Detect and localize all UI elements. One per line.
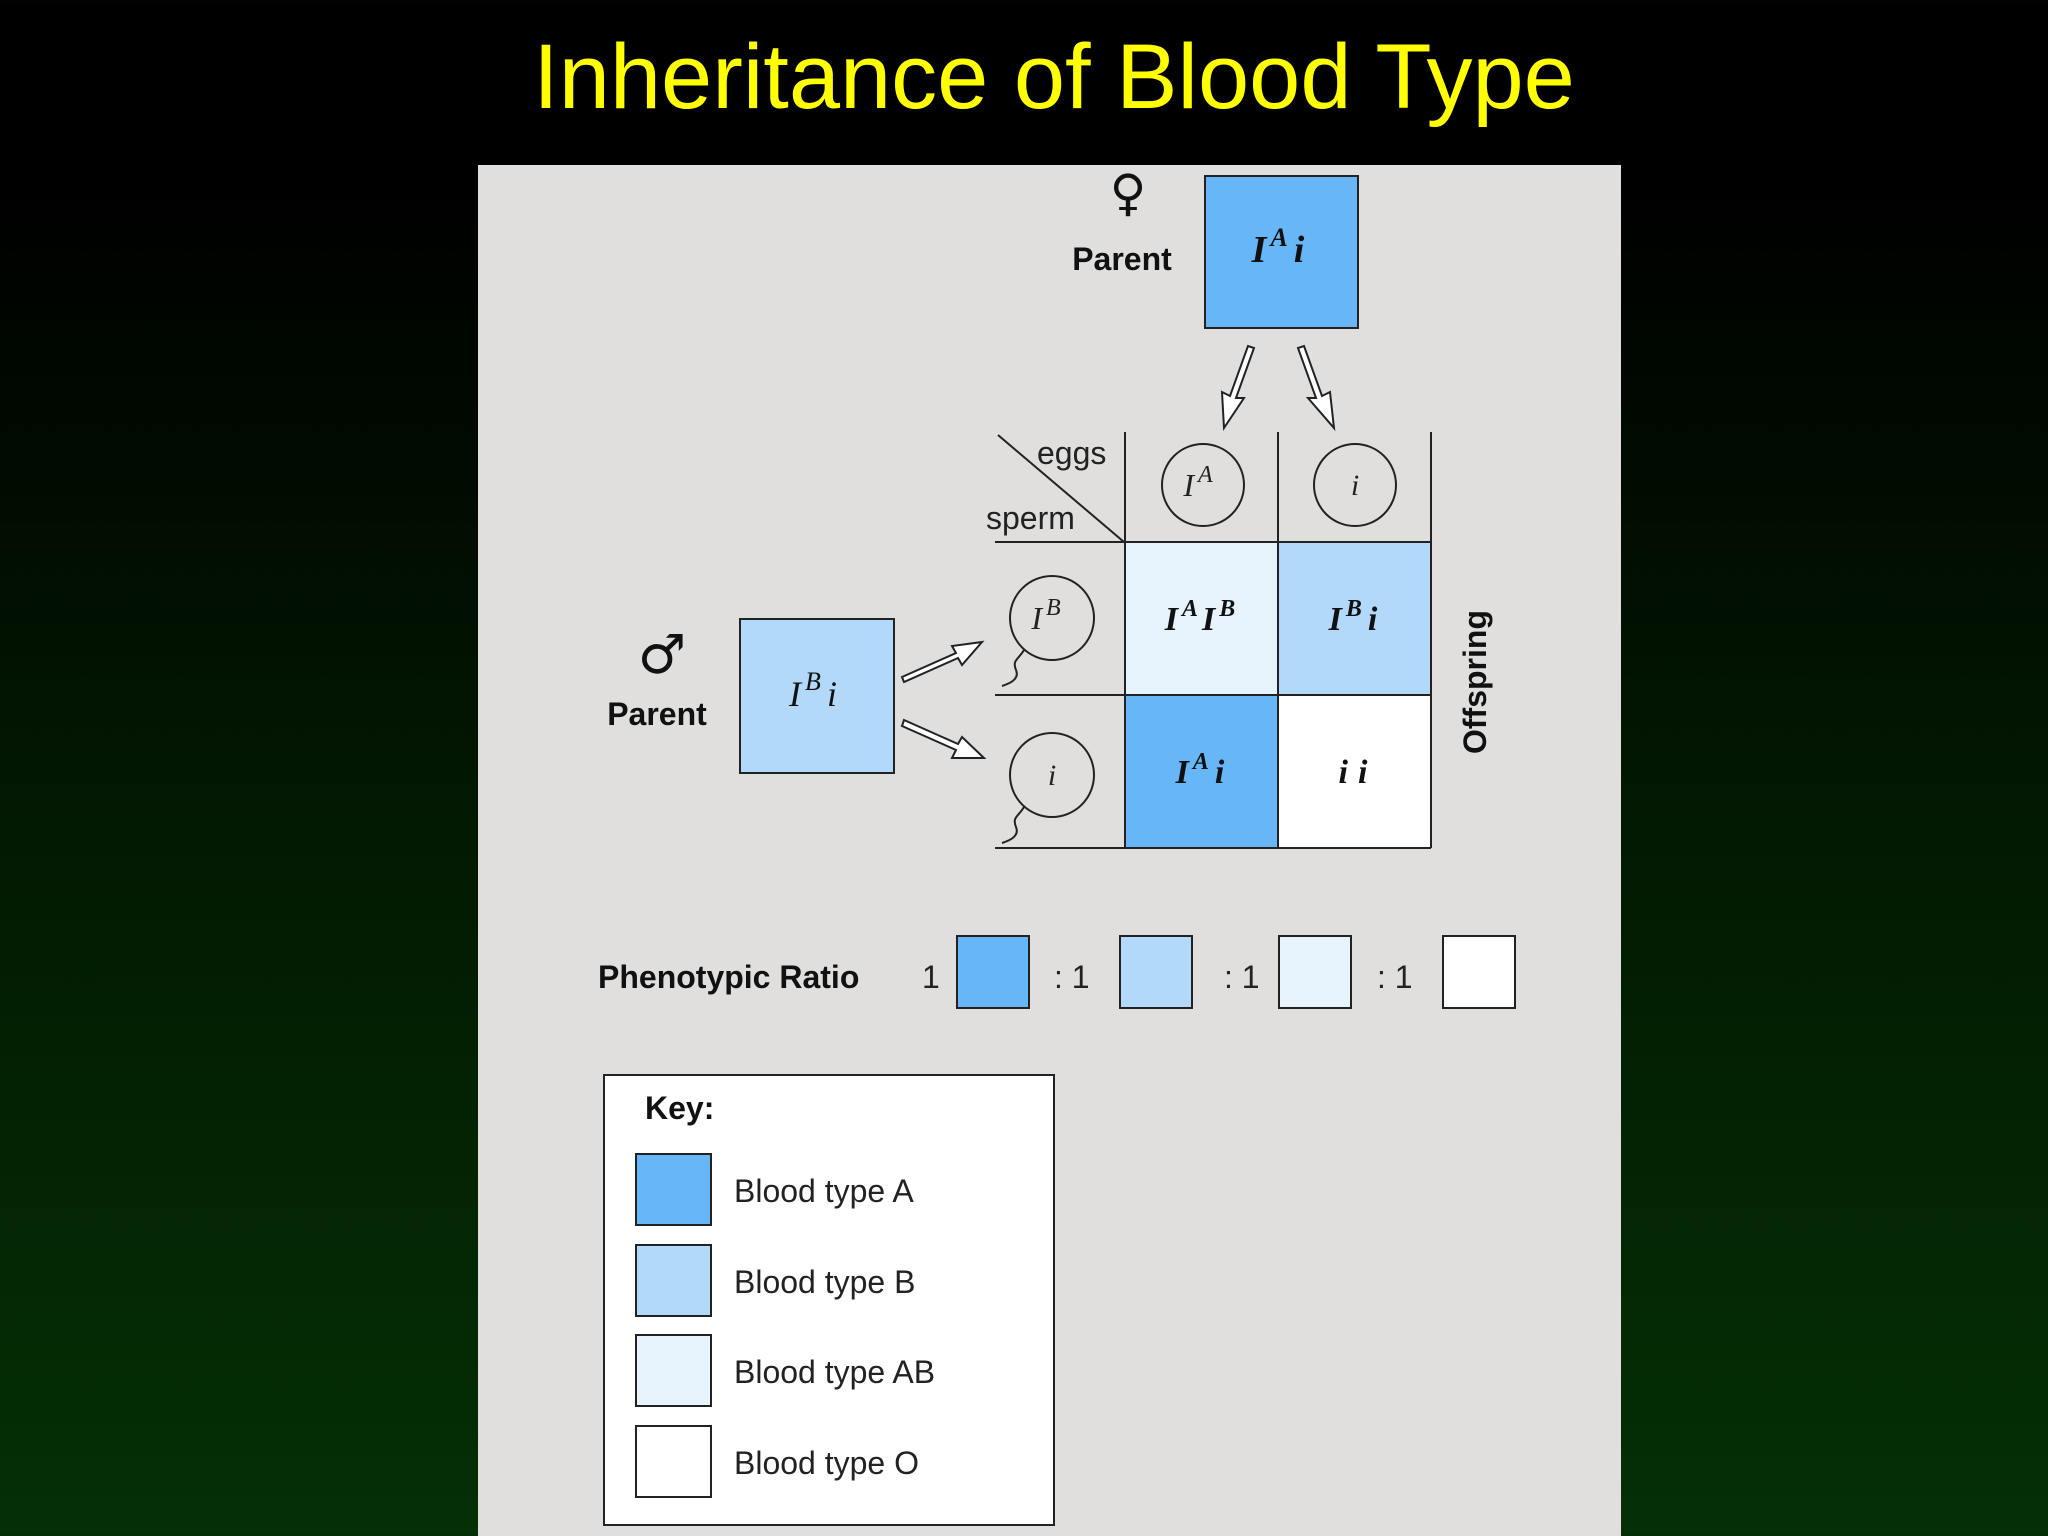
sperm-arrows [900,640,987,759]
ratio-swatch-b [1119,935,1193,1009]
ratio-prefix-ab: : 1 [1224,959,1260,995]
svg-text:i: i [1351,469,1359,502]
key-swatch-a [635,1153,712,1226]
male-genotype-box [739,618,895,774]
slide-title: Inheritance of Blood Type [533,26,1575,128]
ratio-prefix-a: 1 [922,959,940,995]
key-swatch-o [635,1425,712,1498]
offspring-cell-a [1126,696,1277,847]
arrow-to-egg-a [1220,344,1256,432]
svg-text:IB: IB [1030,595,1061,636]
sperm-gamete-i: i [1001,732,1095,844]
female-parent-label: Parent [1072,241,1172,277]
offspring-label: Offspring [1457,610,1493,754]
punnett-header: eggs sperm [986,434,1125,543]
sperm-tail-icon [1001,649,1025,687]
male-parent-label: Parent [607,696,707,732]
offspring-cell-b [1279,543,1430,694]
key-legend: Key: Blood type A Blood type B Blood typ… [603,1074,1055,1526]
key-label-b: Blood type B [734,1264,915,1300]
sperm-label: sperm [986,500,1075,536]
egg-arrows [1220,344,1336,432]
female-genotype-box [1204,175,1359,329]
svg-text:i: i [1048,759,1056,792]
punnett-grid [995,432,1432,849]
phenotypic-ratio: Phenotypic Ratio 1 : 1 : 1 : 1 [598,935,1516,1009]
offspring-cell-o [1279,696,1430,847]
female-symbol-icon: ♀ [1110,164,1147,222]
key-label-o: Blood type O [734,1445,919,1481]
ratio-swatch-a [956,935,1030,1009]
key-label-ab: Blood type AB [734,1354,935,1390]
egg-gamete-i: i [1313,443,1397,527]
diagonal-divider [997,434,1125,543]
ratio-swatch-o [1442,935,1516,1009]
key-swatch-b [635,1244,712,1317]
male-symbol-icon: ♂ [638,623,686,686]
ratio-prefix-b: : 1 [1054,959,1090,995]
ratio-prefix-o: : 1 [1377,959,1413,995]
offspring-cell-ab [1126,543,1277,694]
svg-text:IA: IA [1182,462,1213,503]
ratio-swatch-ab [1278,935,1352,1009]
key-title: Key: [645,1090,714,1126]
key-label-a: Blood type A [734,1173,914,1209]
arrow-to-egg-i [1296,344,1336,432]
sperm-tail-icon [1001,806,1025,844]
ratio-label: Phenotypic Ratio [598,959,859,995]
eggs-label: eggs [1037,435,1106,471]
arrow-to-sperm-i [900,718,987,759]
arrow-to-sperm-b [900,640,985,684]
key-swatch-ab [635,1334,712,1407]
